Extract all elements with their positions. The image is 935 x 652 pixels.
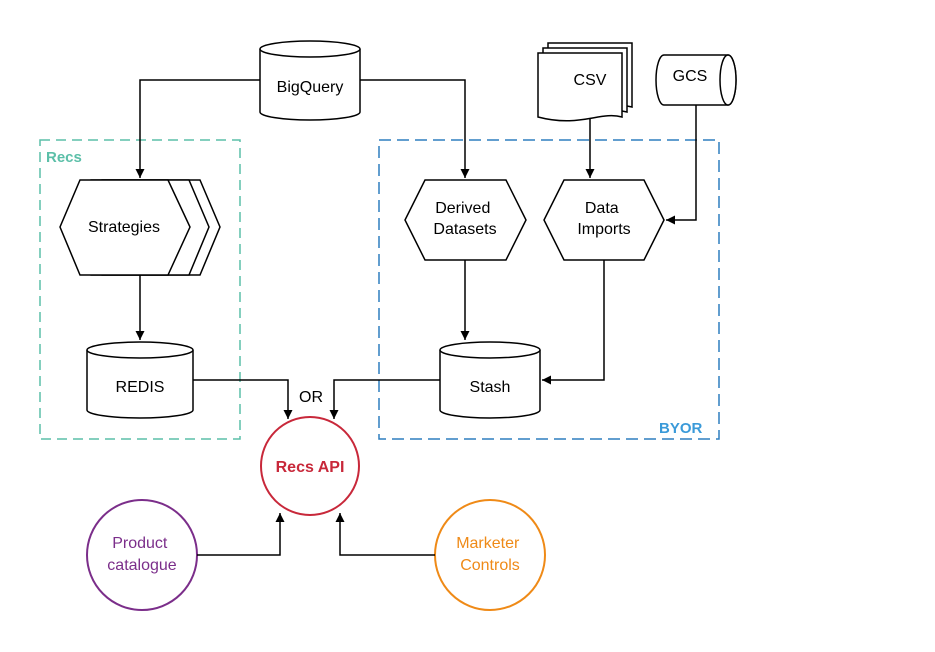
edge-bigquery-derived (360, 79, 470, 178)
gcs-label: GCS (673, 68, 708, 85)
connectors (135, 79, 697, 556)
stash-node: Stash (439, 341, 541, 419)
byor-group: BYOR (378, 139, 720, 440)
derived-datasets-label: Derived Datasets (433, 200, 496, 238)
edge-bigquery-strategies (135, 79, 260, 178)
stash-label: Stash (470, 379, 511, 396)
derived-datasets-node: Derived Datasets (404, 179, 527, 261)
edge-imports-stash (542, 260, 605, 385)
recs-api-node: Recs API (260, 416, 360, 516)
bigquery-node: BigQuery (259, 40, 361, 121)
gcs-node: GCS (655, 54, 737, 106)
edge-redis-api (193, 379, 293, 419)
edge-controls-api (335, 513, 435, 556)
edge-stash-api (329, 379, 440, 419)
or-label: OR (299, 389, 323, 406)
csv-label: CSV (574, 72, 607, 89)
data-imports-label: Data Imports (577, 200, 630, 238)
redis-label: REDIS (116, 379, 165, 396)
marketer-controls-label: Marketer Controls (456, 535, 524, 574)
edge-gcs-imports (666, 105, 697, 225)
byor-group-label: BYOR (659, 420, 703, 437)
recs-group-label: Recs (46, 149, 82, 166)
bigquery-label: BigQuery (277, 79, 344, 96)
recs-api-label: Recs API (276, 459, 345, 476)
marketer-controls-node: Marketer Controls (434, 499, 546, 611)
product-catalogue-label: Product catalogue (107, 535, 176, 574)
csv-node: CSV (537, 42, 633, 122)
strategies-label: Strategies (88, 219, 160, 236)
redis-node: REDIS (86, 341, 194, 419)
product-catalogue-node: Product catalogue (86, 499, 198, 611)
edge-catalogue-api (197, 513, 285, 556)
strategies-node: Strategies (59, 179, 221, 276)
data-imports-node: Data Imports (543, 179, 665, 261)
